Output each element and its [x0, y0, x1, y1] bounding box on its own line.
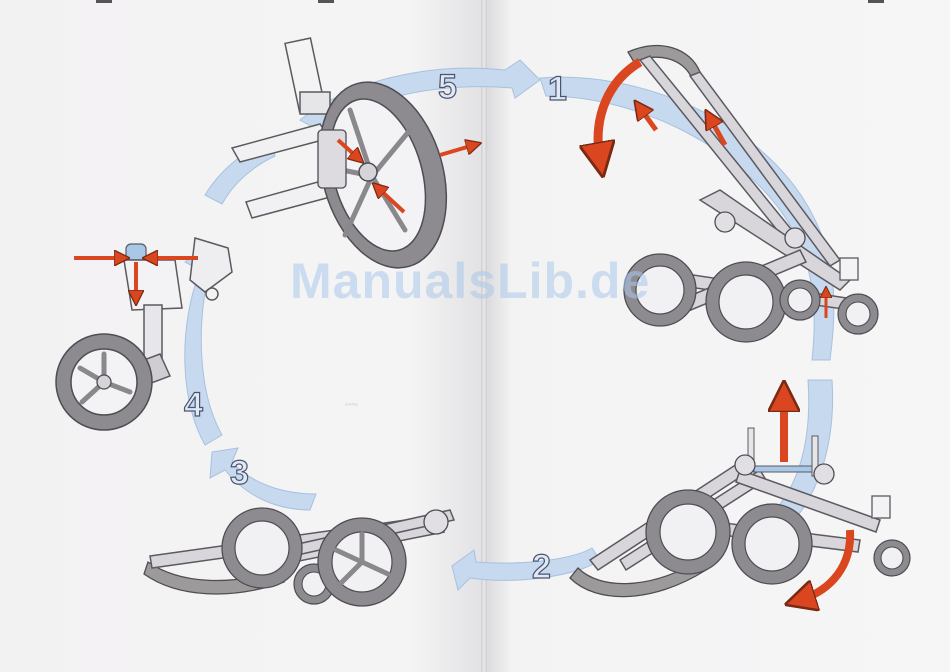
- step-number-4: 4: [184, 386, 203, 424]
- step-number-1: 1: [548, 70, 567, 108]
- step-number-3: 3: [230, 454, 249, 492]
- watermark-text: ManualsLib.de: [290, 252, 670, 316]
- step-number-5: 5: [438, 68, 457, 106]
- step-number-2: 2: [532, 548, 551, 586]
- step-2-stroller-illustration: [570, 428, 910, 597]
- step-3-folded-stroller-illustration: [144, 508, 454, 606]
- pencil-mark: ᴳᴬᴹᵞ: [345, 402, 358, 410]
